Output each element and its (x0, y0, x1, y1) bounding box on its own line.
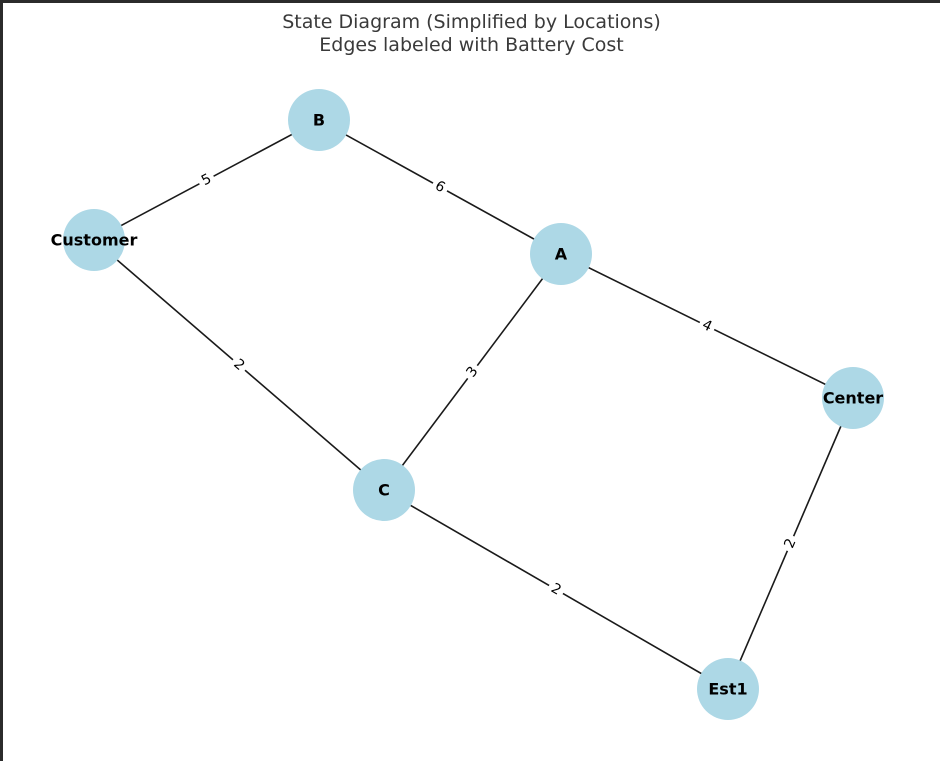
node-label: C (378, 481, 390, 500)
edge-label-background (428, 175, 452, 199)
edge-label-background (195, 168, 218, 192)
node-c: C (353, 459, 415, 521)
node-circle (63, 209, 125, 271)
node-circle (288, 89, 350, 151)
edge-label-background (460, 360, 485, 384)
edge-label-background (779, 532, 802, 555)
node-circle (353, 459, 415, 521)
node-label: B (313, 111, 325, 130)
node-customer: Customer (51, 209, 138, 271)
node-label: Est1 (708, 680, 747, 699)
edge-label-background (695, 314, 719, 338)
edge-label-background (227, 352, 251, 378)
node-circle (822, 367, 884, 429)
node-a: A (530, 223, 592, 285)
diagram-title: State Diagram (Simplified by Locations) (282, 11, 661, 33)
node-circle (530, 223, 592, 285)
node-est1: Est1 (697, 658, 759, 720)
node-label: A (555, 245, 568, 264)
node-label: Center (823, 389, 883, 408)
node-b: B (288, 89, 350, 151)
diagram-subtitle: Edges labeled with Battery Cost (319, 34, 624, 56)
edge-label-background (544, 577, 568, 602)
node-center: Center (822, 367, 884, 429)
node-label: Customer (51, 231, 138, 250)
node-circle (697, 658, 759, 720)
